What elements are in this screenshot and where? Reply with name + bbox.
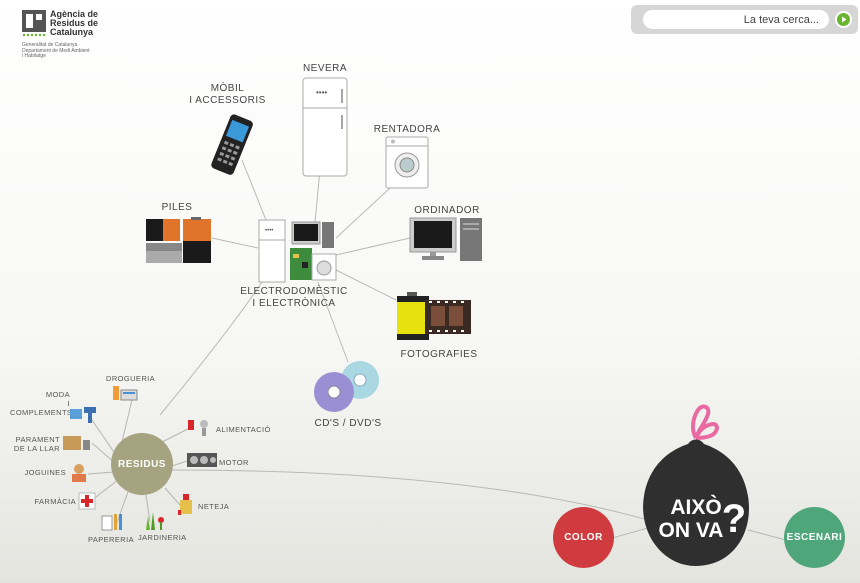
color-label: COLOR bbox=[564, 532, 603, 543]
svg-text:••••: •••• bbox=[316, 88, 327, 97]
ordinador-label: ORDINADOR bbox=[414, 205, 480, 216]
play-arrow-icon bbox=[837, 13, 850, 26]
bag-text-2: ON VA bbox=[659, 519, 724, 542]
neteja-icon[interactable] bbox=[176, 492, 198, 516]
papereria-label[interactable]: PAPERERIA bbox=[88, 535, 134, 544]
svg-text:••••: •••• bbox=[265, 228, 273, 234]
drogueria-icon[interactable] bbox=[112, 384, 140, 402]
logo-line-1: Agència de bbox=[50, 9, 99, 19]
cd-dvd-icon[interactable] bbox=[310, 358, 382, 414]
bag-question-mark: ? bbox=[722, 497, 746, 541]
residus-button[interactable]: RESIDUS bbox=[111, 433, 173, 495]
electronics-cluster-icon[interactable]: •••• bbox=[256, 218, 338, 284]
rentadora-label: RENTADORA bbox=[373, 124, 441, 135]
nevera-label: NEVERA bbox=[302, 63, 348, 74]
alimentacio-label[interactable]: ALIMENTACIÓ bbox=[216, 425, 271, 434]
moda-label[interactable]: MODA I COMPLEMENTS bbox=[10, 390, 73, 417]
logo-subtitle: Generalitat de Catalunya Departament de … bbox=[22, 42, 90, 60]
parament-label[interactable]: PARAMENT DE LA LLAR bbox=[13, 435, 60, 453]
motor-icon[interactable] bbox=[186, 451, 218, 469]
search-go-button[interactable] bbox=[835, 11, 852, 28]
alimentacio-icon[interactable] bbox=[186, 416, 214, 438]
neteja-label[interactable]: NETEJA bbox=[198, 502, 230, 511]
piles-label: PILES bbox=[161, 202, 193, 213]
logo-text: Agència de Residus de Catalunya bbox=[50, 10, 98, 37]
jardineria-icon[interactable] bbox=[142, 510, 166, 532]
logo-line-2: Residus de bbox=[50, 18, 99, 28]
logo-sub-3: i Habitatge bbox=[22, 53, 46, 59]
washing-machine-icon[interactable] bbox=[385, 136, 429, 189]
bag-text-1: AIXÒ bbox=[670, 495, 721, 519]
mobile-phone-icon[interactable] bbox=[206, 112, 260, 178]
escenari-label: ESCENARI bbox=[786, 532, 843, 543]
farmacia-icon[interactable] bbox=[78, 492, 96, 510]
jardineria-label[interactable]: JARDINERIA bbox=[138, 533, 187, 542]
logo-sub-1: Generalitat de Catalunya bbox=[22, 42, 78, 48]
logo-line-3: Catalunya bbox=[50, 27, 94, 37]
fotografies-label: FOTOGRAFIES bbox=[400, 349, 478, 360]
residus-label: RESIDUS bbox=[118, 458, 166, 470]
moda-icon[interactable] bbox=[68, 405, 98, 425]
escenari-button[interactable]: ESCENARI bbox=[784, 507, 845, 568]
drogueria-label[interactable]: DROGUERIA bbox=[106, 374, 156, 383]
computer-icon[interactable] bbox=[408, 216, 484, 262]
parament-icon[interactable] bbox=[62, 434, 92, 452]
color-button[interactable]: COLOR bbox=[553, 507, 614, 568]
joguines-icon[interactable] bbox=[68, 462, 90, 484]
logo-icon bbox=[22, 10, 46, 37]
mobil-label: MÒBIL I ACCESSORIS bbox=[189, 83, 266, 106]
papereria-icon[interactable] bbox=[100, 512, 126, 532]
motor-label[interactable]: MOTOR bbox=[219, 458, 249, 467]
film-roll-icon[interactable] bbox=[395, 292, 473, 342]
farmacia-label[interactable]: FARMÀCIA bbox=[34, 497, 76, 506]
joguines-label[interactable]: JOGUINES bbox=[24, 468, 66, 477]
garbage-bag-icon[interactable]: AIXÒ ON VA ? bbox=[636, 400, 756, 570]
search-input[interactable] bbox=[643, 10, 829, 29]
center-category-label[interactable]: ELECTRODOMÈSTIC I ELECTRÒNICA bbox=[240, 286, 348, 309]
logo-sub-2: Departament de Medi Ambient bbox=[22, 47, 90, 54]
search-bar bbox=[631, 5, 858, 34]
fridge-icon[interactable]: •••• bbox=[302, 77, 348, 177]
cds-label: CD'S / DVD'S bbox=[314, 418, 382, 429]
batteries-icon[interactable] bbox=[143, 217, 213, 265]
